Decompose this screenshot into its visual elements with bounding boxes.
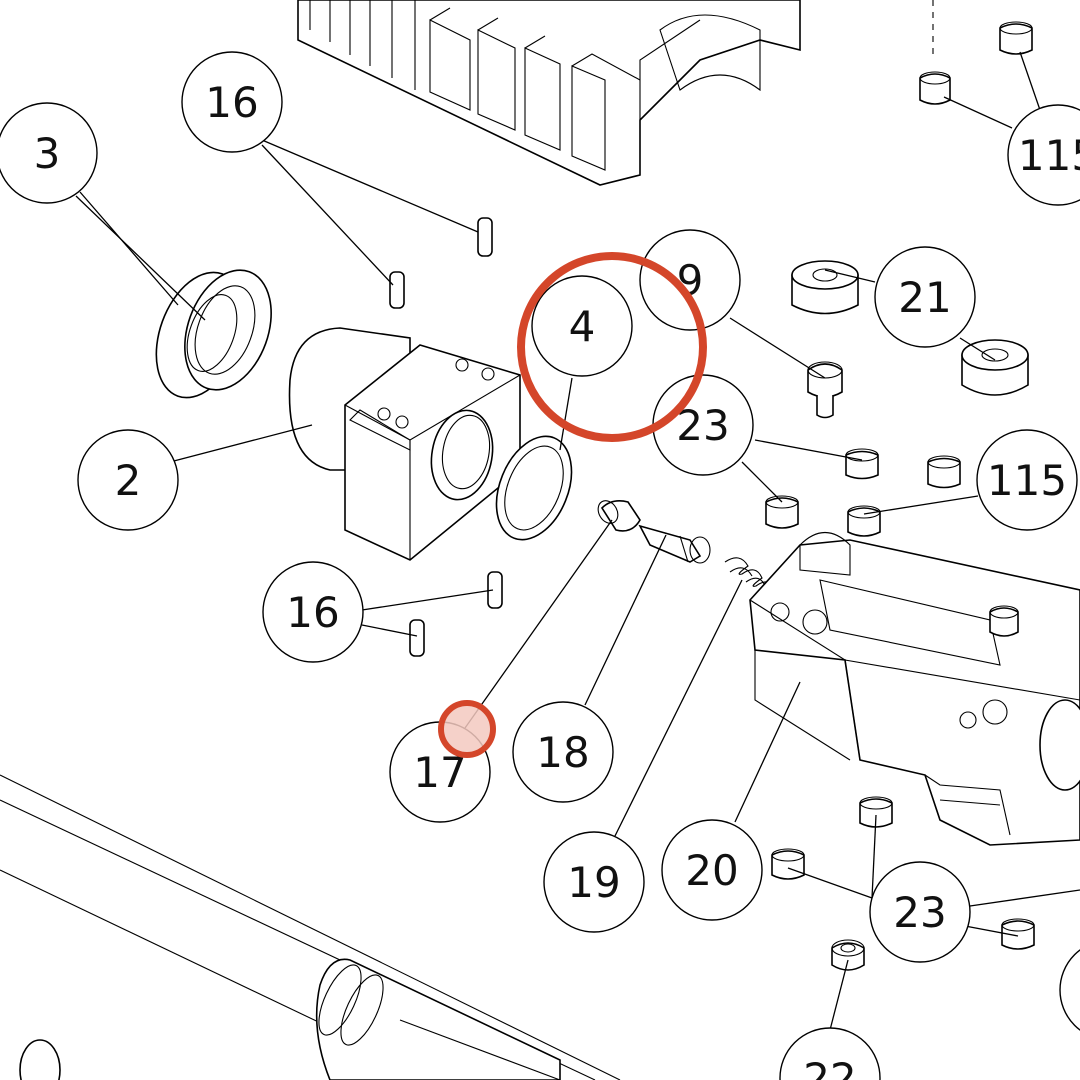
slotted-housing-top	[297, 0, 801, 186]
pins-16-lower	[409, 571, 503, 657]
callout-16-lower: 16	[262, 561, 364, 663]
svg-text:22: 22	[803, 1054, 856, 1080]
ring-part-3	[155, 269, 272, 399]
svg-text:19: 19	[567, 858, 620, 907]
callout-18: 18	[512, 701, 614, 803]
long-shaft	[0, 774, 621, 1080]
svg-text:20: 20	[685, 846, 738, 895]
callout-115-middle: 115	[976, 429, 1078, 531]
main-body-part-20	[749, 531, 1080, 846]
svg-text:21: 21	[898, 273, 951, 322]
o-ring-part-4	[495, 435, 573, 541]
bushings-part-21	[791, 260, 1029, 396]
callout-3: 3	[0, 102, 98, 204]
svg-text:3: 3	[34, 129, 61, 178]
highlight-ring-callout-4	[517, 252, 707, 442]
svg-text:18: 18	[536, 728, 589, 777]
highlight-dot-callout-17	[438, 700, 496, 758]
callout-22: 22	[779, 1027, 881, 1080]
caps-part-23-upper	[765, 448, 879, 529]
svg-text:115: 115	[987, 456, 1067, 505]
callout-16-top: 16	[181, 51, 283, 153]
caps-part-115-middle	[847, 455, 961, 537]
callout-bubbles: 3 16 115 9 4 21 2 23	[0, 51, 1080, 1080]
pin-part-18	[638, 524, 711, 564]
housing-block-part-2	[288, 327, 521, 561]
pins-16-top	[389, 217, 493, 309]
svg-text:16: 16	[286, 588, 339, 637]
highlight-annotations	[438, 252, 707, 758]
callout-21: 21	[874, 246, 976, 348]
callout-partial-right	[1059, 949, 1080, 1031]
sleeve-part-17	[597, 500, 641, 532]
svg-text:23: 23	[676, 401, 729, 450]
callout-19: 19	[543, 831, 645, 933]
cap-115-top	[919, 0, 1033, 105]
callout-9: 9	[639, 229, 741, 331]
callout-23-upper: 23	[652, 374, 754, 476]
leader-lines	[75, 51, 1080, 1031]
svg-text:2: 2	[115, 456, 142, 505]
callout-4: 4	[531, 275, 633, 377]
callout-2: 2	[77, 429, 179, 531]
caps-part-23-lower	[771, 796, 1035, 950]
svg-text:115: 115	[1018, 131, 1080, 180]
callout-20: 20	[661, 819, 763, 921]
svg-text:16: 16	[205, 78, 258, 127]
svg-text:23: 23	[893, 888, 946, 937]
svg-text:4: 4	[569, 302, 596, 351]
callout-23-lower: 23	[869, 861, 971, 963]
callout-115-top: 115	[1007, 104, 1080, 206]
nut-part-22	[831, 939, 865, 971]
